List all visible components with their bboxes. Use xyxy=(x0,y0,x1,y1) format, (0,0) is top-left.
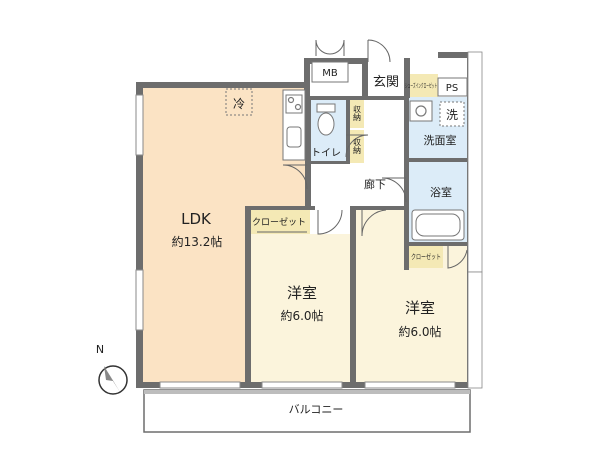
fridge-space xyxy=(225,88,253,116)
storage-1 xyxy=(350,98,364,128)
closet-small-label: クローゼット xyxy=(411,252,441,261)
washroom-label: 洗面室 xyxy=(424,133,457,147)
entrance-label: 玄関 xyxy=(373,75,399,90)
bathroom-label: 浴室 xyxy=(430,185,452,199)
western-room-1 xyxy=(250,234,353,382)
western-room-1-label: 洋室 xyxy=(287,284,317,302)
hallway-label: 廊下 xyxy=(364,177,386,191)
ldk-label: LDK xyxy=(181,210,212,228)
compass-north-label: N xyxy=(96,343,104,356)
toilet-fixture xyxy=(316,103,336,136)
compass-needle-icon xyxy=(104,366,120,392)
large-closet xyxy=(250,208,310,234)
storage-2-label: 収納 xyxy=(353,137,362,155)
western-room-2-label: 洋室 xyxy=(405,299,435,317)
western-room-1-area: 約6.0帖 xyxy=(280,308,323,323)
kitchen-counter xyxy=(282,89,306,161)
storage-1-label: 収納 xyxy=(353,104,362,122)
toilet-label: トイレ xyxy=(311,148,341,159)
compass-ring xyxy=(98,365,128,395)
ps-box xyxy=(437,77,468,97)
doors xyxy=(257,39,468,269)
storage-2 xyxy=(350,130,364,163)
ps-label: PS xyxy=(446,83,458,94)
compass: N xyxy=(96,343,128,395)
entrance-area xyxy=(368,62,404,100)
ldk-area: 約13.2帖 xyxy=(172,234,223,249)
mb-label: MB xyxy=(322,68,338,79)
fridge-label: 冷 xyxy=(233,97,245,111)
compass-needle-tail-icon xyxy=(104,366,113,381)
balcony-area xyxy=(143,389,471,433)
balcony-label: バルコニー xyxy=(289,403,344,416)
windows xyxy=(135,94,456,389)
hallway-area xyxy=(308,163,406,210)
mb-box xyxy=(311,61,349,83)
ldk-room xyxy=(143,88,247,382)
hatched-walls xyxy=(467,51,483,389)
washer-space xyxy=(439,101,465,127)
shoe-closet xyxy=(404,74,438,97)
western-room-2-area: 約6.0帖 xyxy=(398,324,441,339)
small-closet xyxy=(409,244,443,268)
shoe-closet-label: シューズインクローゼット xyxy=(405,82,437,90)
washer-label: 洗 xyxy=(446,108,458,122)
balcony-rail xyxy=(144,390,470,394)
closet-large-label: クローゼット xyxy=(252,216,306,228)
bathtub xyxy=(411,209,465,241)
washbasin xyxy=(409,100,433,122)
